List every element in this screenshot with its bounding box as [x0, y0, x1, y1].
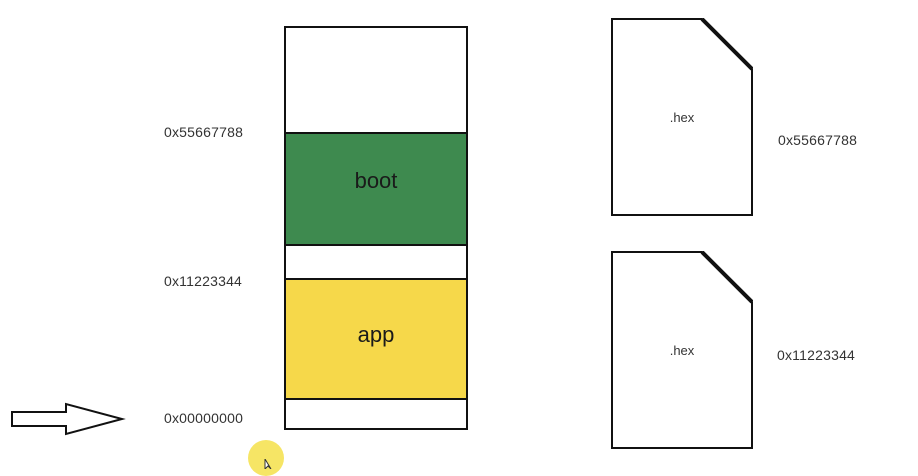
boot-region-label: boot — [354, 168, 398, 193]
memory-map: boot app — [284, 26, 468, 430]
hex-file-top: .hex — [611, 18, 753, 216]
address-label-top: 0x55667788 — [164, 124, 244, 140]
boot-region: boot — [286, 132, 466, 246]
document-icon — [611, 251, 753, 449]
right-arrow-icon — [10, 402, 126, 441]
hex-file-top-name: .hex — [669, 110, 695, 125]
address-label-bottom: 0x00000000 — [164, 410, 244, 426]
hex-file-top-address: 0x55667788 — [778, 132, 858, 148]
hex-file-bottom: .hex — [611, 251, 753, 449]
address-label-mid: 0x11223344 — [164, 273, 243, 289]
hex-file-bottom-name: .hex — [669, 343, 695, 358]
app-region-label: app — [357, 322, 395, 347]
app-region: app — [286, 278, 466, 400]
mouse-pointer-icon — [264, 456, 274, 474]
document-icon — [611, 18, 753, 216]
hex-file-bottom-address: 0x11223344 — [777, 347, 856, 363]
